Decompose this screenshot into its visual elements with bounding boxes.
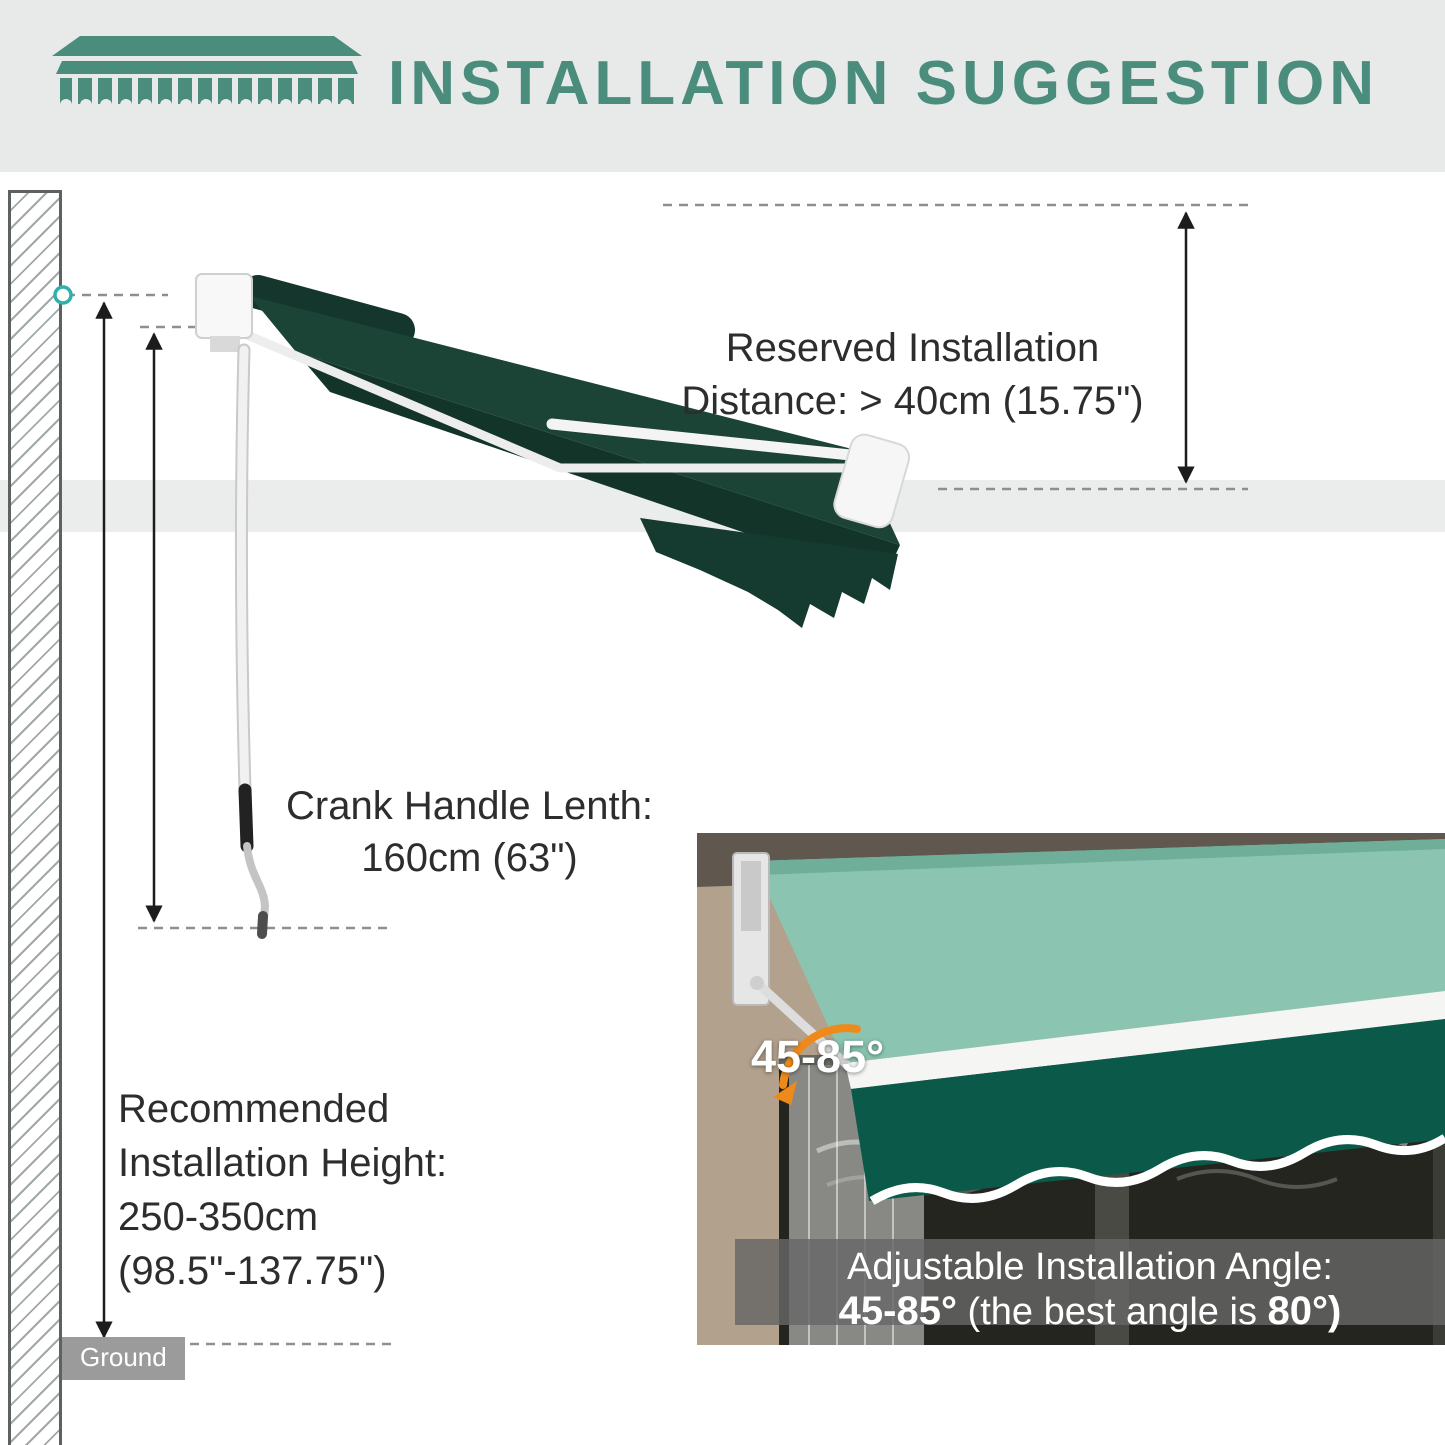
crank-handle-tip	[257, 911, 268, 939]
reserved-distance-label: Reserved Installation Distance: > 40cm (…	[655, 322, 1170, 428]
awning-canopy	[250, 296, 900, 545]
awning-front-bar	[546, 418, 866, 462]
mount-point-marker	[53, 285, 73, 305]
awning-valance	[640, 518, 898, 628]
caption-bar: Adjustable Installation Angle: 45-85° (t…	[735, 1239, 1445, 1333]
header-banner: INSTALLATION SUGGESTION	[0, 0, 1445, 172]
awning-roller	[241, 275, 415, 347]
ground-label: Ground	[62, 1337, 185, 1380]
page-title: INSTALLATION SUGGESTION	[388, 49, 1380, 118]
crank-grip	[238, 783, 254, 853]
awning-wall-bracket	[195, 273, 253, 339]
caption-line2: 45-85° (the best angle is 80°)	[735, 1289, 1445, 1334]
awning-logo-icon	[52, 36, 362, 111]
crank-length-line2: 160cm (63")	[361, 836, 578, 880]
awning-logo-fringe	[60, 78, 354, 111]
photo-valance-wavy-trim	[869, 1134, 1445, 1205]
crank-length-line1: Crank Handle Lenth:	[286, 784, 653, 828]
reserved-distance-line1: Reserved Installation	[725, 326, 1100, 370]
photo-awning-edge	[753, 839, 1445, 875]
photo-bracket	[732, 852, 851, 1069]
installation-height-line2: Installation Height:	[118, 1141, 448, 1185]
photo-awning-white-stripe	[845, 991, 1445, 1089]
awning-folding-arm	[238, 327, 846, 473]
awning-end-cap	[833, 433, 911, 529]
caption-best-angle: 80°)	[1267, 1288, 1342, 1333]
crank-length-label: Crank Handle Lenth: 160cm (63")	[272, 780, 667, 884]
angle-arc-arrow	[773, 1024, 861, 1105]
awning-illustration	[195, 273, 911, 939]
photo-awning-top	[753, 839, 1445, 1063]
dimension-arrows	[95, 211, 1195, 1339]
awning-bracket-joint	[210, 336, 240, 352]
caption-angle-range: 45-85°	[838, 1288, 957, 1333]
installation-height-label: Recommended Installation Height: 250-350…	[118, 1082, 548, 1298]
installation-height-line1: Recommended	[118, 1087, 390, 1131]
dashed-reference-lines	[62, 203, 1248, 1346]
photo-awning-valance	[851, 1019, 1445, 1201]
crank-pole	[236, 345, 250, 795]
caption-mid-text: (the best angle is	[967, 1290, 1257, 1333]
crank-handle-rod	[243, 842, 270, 932]
installation-height-line4: (98.5"-137.75")	[118, 1249, 387, 1293]
reserved-distance-line2: Distance: > 40cm (15.75")	[681, 378, 1144, 423]
wall-hatch	[8, 190, 62, 1445]
installation-photo: 45-85° Adjustable Installation Angle: 45…	[697, 833, 1445, 1345]
angle-badge: 45-85°	[751, 1031, 885, 1082]
installation-height-line3: 250-350cm	[118, 1195, 319, 1239]
photo-awning	[753, 839, 1445, 1205]
caption-line1: Adjustable Installation Angle:	[847, 1246, 1333, 1288]
